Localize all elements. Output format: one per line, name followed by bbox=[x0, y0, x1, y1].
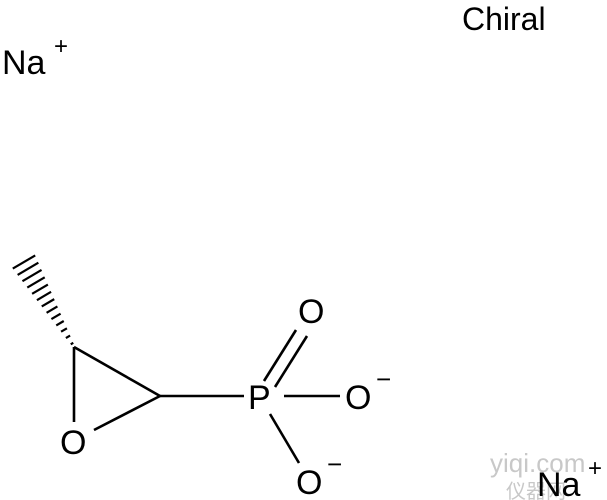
hash-stripe bbox=[60, 327, 68, 333]
hash-stripe bbox=[21, 269, 43, 283]
hash-stripe bbox=[55, 320, 65, 327]
bond-p-o-single-down bbox=[268, 413, 301, 464]
bond-p-o-double-b bbox=[273, 335, 309, 388]
sodium-ion-1: Na + bbox=[2, 33, 68, 82]
hash-stripe bbox=[12, 254, 36, 270]
sodium-1-symbol: Na bbox=[2, 44, 46, 82]
oxide-oxygen-2-charge: − bbox=[327, 449, 342, 479]
hash-stripe bbox=[36, 290, 52, 302]
watermark: yiqi.com 仪器网 bbox=[490, 448, 585, 500]
ring-oxygen-label: O bbox=[60, 424, 86, 462]
chiral-label: Chiral bbox=[462, 1, 546, 37]
oxide-oxygen-1-symbol: O bbox=[345, 379, 371, 417]
oxide-oxygen-1: O − bbox=[345, 364, 391, 417]
bond-c2-o bbox=[93, 394, 161, 432]
sodium-2-symbol: Na bbox=[537, 466, 581, 500]
bond-c1-c2 bbox=[73, 345, 161, 398]
hash-stripe bbox=[26, 276, 46, 289]
bond-p-o-double-a bbox=[262, 329, 298, 382]
oxide-oxygen-2: O − bbox=[296, 449, 342, 500]
oxide-oxygen-2-symbol: O bbox=[296, 464, 322, 500]
hash-stripe bbox=[31, 283, 49, 295]
hash-stripe bbox=[65, 334, 71, 339]
oxide-oxygen-1-charge: − bbox=[376, 364, 391, 394]
watermark-subtext: 仪器网 bbox=[506, 481, 566, 500]
phosphorus-label: P bbox=[248, 379, 271, 417]
double-bond-oxygen-label: O bbox=[298, 293, 324, 331]
hash-stripe bbox=[50, 312, 62, 321]
hash-stripe bbox=[17, 261, 39, 276]
hash-stripe bbox=[70, 341, 74, 346]
watermark-text: yiqi.com bbox=[490, 448, 585, 478]
sodium-1-charge: + bbox=[54, 33, 68, 60]
hash-stripe bbox=[41, 298, 55, 308]
sodium-2-charge: + bbox=[588, 455, 602, 482]
hashed-wedge-bond bbox=[12, 254, 74, 346]
hash-stripe bbox=[46, 305, 58, 314]
sodium-ion-2: Na + bbox=[537, 455, 602, 500]
